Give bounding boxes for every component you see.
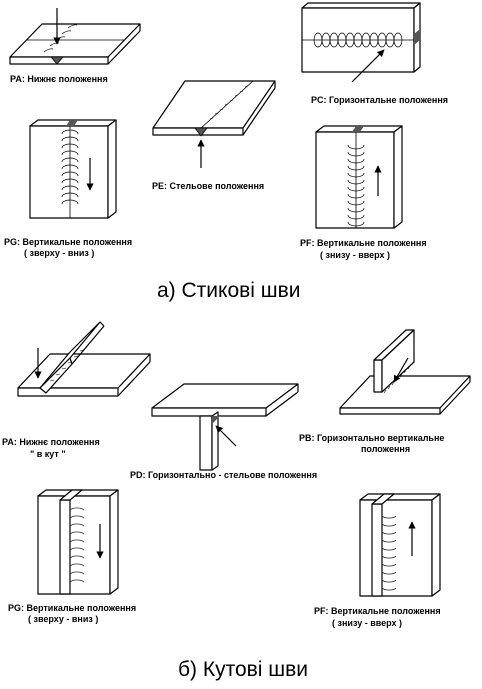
butt-pf-figure (315, 125, 403, 229)
butt-welds-heading: а) Стикові шви (157, 279, 301, 302)
fillet-pa-bead (49, 349, 85, 382)
butt-pf-sublabel: ( знизу - вверх ) (320, 250, 391, 260)
fillet-pa-label: PA: Нижнє положення (2, 437, 100, 447)
fillet-pg-figure (37, 489, 119, 595)
fillet-pa-sublabel: " в кут " (30, 449, 66, 459)
fillet-pf-label: PF: Вертикальне положення (314, 606, 441, 616)
butt-pc-arrow (351, 49, 385, 83)
fillet-pf-figure (359, 493, 441, 597)
butt-pg-label: PG: Вертикальне положення (4, 237, 133, 247)
fillet-pd-label: PD: Горизонтально - стельове положення (130, 470, 318, 480)
butt-pc-figure (301, 2, 421, 83)
fillet-pb-arrow (393, 357, 409, 383)
fillet-pf-sublabel: ( знизу - вверх ) (332, 618, 403, 628)
fillet-pg-sublabel: ( зверху - вниз ) (28, 614, 99, 624)
fillet-welds-heading: б) Кутові шви (178, 658, 309, 681)
butt-pf-label: PF: Вертикальне положення (300, 238, 427, 248)
butt-pg-bead (61, 129, 79, 205)
fillet-pg-label: PG: Вертикальне положення (8, 603, 137, 613)
butt-pa-label: PA: Нижнє положення (10, 74, 108, 84)
fillet-pd-figure (151, 383, 299, 471)
fillet-pd-arrow (215, 425, 237, 447)
fillet-pb-sublabel: положення (361, 444, 411, 454)
butt-pg-sublabel: ( зверху - вниз ) (24, 248, 95, 258)
butt-pe-label: PE: Стельове положення (152, 181, 265, 191)
fillet-pf-bead (381, 515, 397, 591)
butt-pa-figure (9, 8, 141, 65)
fillet-pg-bead (69, 507, 85, 583)
butt-pe-figure (152, 80, 276, 168)
fillet-pa-figure (17, 321, 151, 397)
butt-pg-figure (29, 119, 117, 219)
fillet-pb-label: PB: Горизонтально вертикальне (299, 433, 445, 443)
fillet-pb-figure (339, 329, 471, 415)
butt-pf-bead (347, 144, 365, 227)
butt-pc-bead (313, 32, 403, 48)
butt-pc-label: PC: Горизонтальне положення (311, 95, 449, 105)
butt-pe-bead (209, 85, 249, 120)
